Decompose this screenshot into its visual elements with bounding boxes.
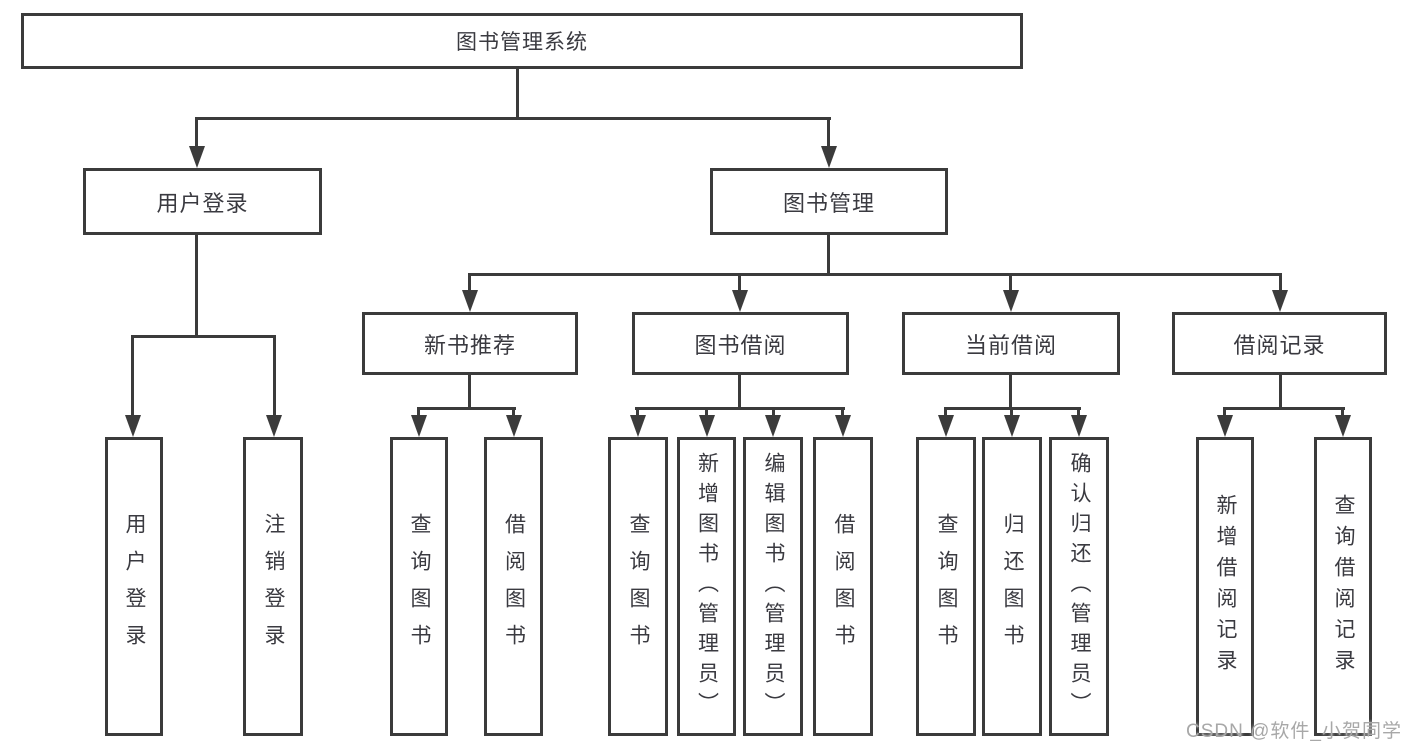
leaf-current-query-books: 查询图书 — [916, 437, 976, 736]
leaf-recommend-query-books-label: 查询图书 — [408, 512, 432, 661]
node-new-book-recommend: 新书推荐 — [362, 312, 578, 375]
leaf-recommend-borrow-books: 借阅图书 — [484, 437, 543, 736]
leaf-borrow-edit-books: 编辑图书（管理员） — [743, 437, 803, 736]
node-root: 图书管理系统 — [21, 13, 1023, 69]
leaf-borrow-edit-books-label: 编辑图书（管理员） — [762, 451, 786, 722]
arrowhead-new-book — [462, 290, 478, 312]
edge-drop-book-management — [827, 117, 830, 149]
edge-drop-borrow-borrow — [841, 407, 844, 418]
leaf-current-query-books-label: 查询图书 — [935, 512, 959, 661]
leaf-borrow-query-books-label: 查询图书 — [627, 512, 651, 661]
leaf-current-return-books: 归还图书 — [982, 437, 1042, 736]
edge-book-management-bar — [468, 273, 1282, 276]
edge-drop-records-query — [1341, 407, 1344, 418]
edge-drop-recommend-borrow — [512, 407, 515, 418]
edge-drop-current-borrow — [1009, 273, 1012, 293]
leaf-current-return-books-label: 归还图书 — [1001, 512, 1025, 661]
leaf-borrow-add-books: 新增图书（管理员） — [677, 437, 736, 736]
edge-drop-current-confirm — [1077, 407, 1080, 418]
edge-book-management-stem — [827, 235, 830, 276]
arrowhead-borrow-edit — [765, 415, 781, 437]
edge-drop-user-login — [195, 117, 198, 149]
arrowhead-book-management — [821, 146, 837, 168]
edge-drop-current-return — [1010, 407, 1013, 418]
leaf-logout-label: 注销登录 — [262, 512, 286, 661]
leaf-records-add: 新增借阅记录 — [1196, 437, 1254, 736]
arrowhead-book-borrow — [732, 290, 748, 312]
arrowhead-current-confirm — [1071, 415, 1087, 437]
edge-drop-leaf-login — [131, 335, 134, 417]
leaf-recommend-query-books: 查询图书 — [390, 437, 448, 736]
leaf-user-login: 用户登录 — [105, 437, 163, 736]
arrowhead-borrow-query — [630, 415, 646, 437]
edge-drop-book-borrow — [738, 273, 741, 293]
edge-new-book-stem — [468, 375, 471, 410]
edge-drop-borrow-query — [636, 407, 639, 418]
edge-drop-borrow-edit — [772, 407, 775, 418]
edge-user-login-bar — [131, 335, 276, 338]
node-current-borrow-label: 当前借阅 — [964, 332, 1057, 358]
edge-root-stem — [516, 69, 519, 120]
arrowhead-recommend-borrow — [506, 415, 522, 437]
node-user-login: 用户登录 — [83, 168, 322, 235]
edge-user-login-stem — [195, 235, 198, 338]
watermark: CSDN @软件_小贺同学 — [1186, 721, 1402, 742]
leaf-records-add-label: 新增借阅记录 — [1214, 493, 1238, 680]
leaf-borrow-query-books: 查询图书 — [608, 437, 668, 736]
edge-drop-new-book — [468, 273, 471, 293]
edge-drop-records-add — [1223, 407, 1226, 418]
node-borrow-records: 借阅记录 — [1172, 312, 1387, 375]
node-root-label: 图书管理系统 — [456, 31, 588, 54]
leaf-borrow-add-books-label: 新增图书（管理员） — [695, 451, 719, 722]
arrowhead-records-query — [1335, 415, 1351, 437]
leaf-borrow-borrow-books: 借阅图书 — [813, 437, 873, 736]
leaf-recommend-borrow-books-label: 借阅图书 — [502, 512, 526, 661]
arrowhead-leaf-logout — [266, 415, 282, 437]
arrowhead-current-borrow — [1003, 290, 1019, 312]
arrowhead-records-add — [1217, 415, 1233, 437]
arrowhead-user-login — [189, 146, 205, 168]
leaf-current-confirm-return: 确认归还（管理员） — [1049, 437, 1109, 736]
leaf-logout: 注销登录 — [243, 437, 303, 736]
arrowhead-current-return — [1004, 415, 1020, 437]
node-book-borrow: 图书借阅 — [632, 312, 849, 375]
node-borrow-records-label: 借阅记录 — [1233, 332, 1326, 358]
node-new-book-recommend-label: 新书推荐 — [423, 332, 516, 358]
arrowhead-recommend-query — [411, 415, 427, 437]
edge-new-book-bar — [417, 407, 516, 410]
edge-book-borrow-bar — [635, 407, 845, 410]
node-book-management: 图书管理 — [710, 168, 948, 235]
arrowhead-borrow-add — [699, 415, 715, 437]
arrowhead-borrow-records — [1272, 290, 1288, 312]
edge-drop-current-query — [944, 407, 947, 418]
leaf-records-query: 查询借阅记录 — [1314, 437, 1372, 736]
node-current-borrow: 当前借阅 — [902, 312, 1120, 375]
edge-drop-borrow-add — [705, 407, 708, 418]
arrowhead-leaf-login — [125, 415, 141, 437]
edge-root-bar — [196, 117, 831, 120]
edge-borrow-records-bar — [1223, 407, 1345, 410]
node-book-borrow-label: 图书借阅 — [694, 332, 787, 358]
edge-drop-borrow-records — [1279, 273, 1282, 293]
arrowhead-current-query — [938, 415, 954, 437]
edge-drop-leaf-logout — [273, 335, 276, 417]
arrowhead-borrow-borrow — [835, 415, 851, 437]
leaf-borrow-borrow-books-label: 借阅图书 — [832, 512, 856, 661]
node-book-management-label: 图书管理 — [782, 190, 875, 216]
edge-book-borrow-stem — [738, 375, 741, 410]
leaf-records-query-label: 查询借阅记录 — [1332, 493, 1356, 680]
edge-current-borrow-stem — [1009, 375, 1012, 410]
leaf-user-login-label: 用户登录 — [123, 512, 147, 661]
edge-drop-recommend-query — [417, 407, 420, 418]
edge-borrow-records-stem — [1279, 375, 1282, 410]
leaf-current-confirm-return-label: 确认归还（管理员） — [1068, 451, 1092, 722]
node-user-login-label: 用户登录 — [156, 190, 249, 216]
